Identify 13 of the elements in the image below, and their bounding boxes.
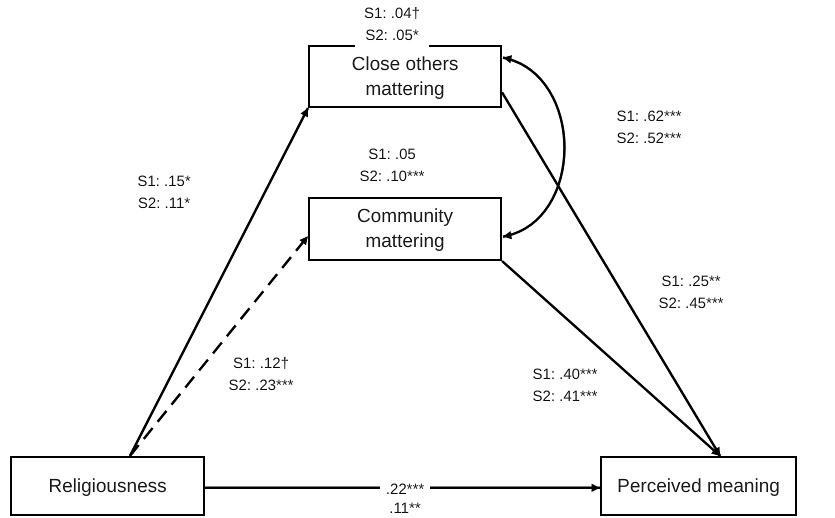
arrow <box>128 107 310 457</box>
variable-box <box>600 456 797 516</box>
variable-box <box>10 456 205 516</box>
arrow <box>128 235 309 457</box>
variable-box <box>308 197 502 261</box>
variable-box <box>308 45 502 108</box>
variable-name: Perceived meaning <box>617 474 780 498</box>
arrow <box>500 92 722 457</box>
variable-name: Religiousness <box>48 474 167 498</box>
variable-name: Close others mattering <box>350 52 460 102</box>
variable-name: Community mattering <box>356 205 454 254</box>
arrow <box>501 260 721 457</box>
double-headed-arrow <box>502 56 566 238</box>
